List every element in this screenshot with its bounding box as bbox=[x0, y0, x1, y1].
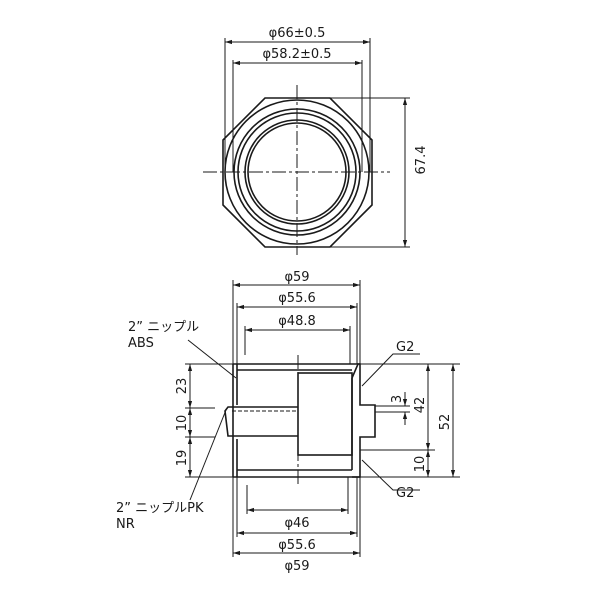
dim-67-4: 67.4 bbox=[414, 146, 429, 175]
dim-phi58: φ58.2±0.5 bbox=[262, 47, 331, 62]
top-view: φ66±0.5 φ58.2±0.5 67.4 bbox=[203, 26, 429, 255]
dim-left-23: 23 bbox=[175, 378, 190, 395]
label-abs: ABS bbox=[128, 336, 154, 351]
dim-right-42: 42 bbox=[413, 397, 428, 414]
thread-label-bottom: G2 bbox=[396, 486, 414, 501]
inner-block bbox=[297, 372, 353, 456]
dim-right-10: 10 bbox=[413, 456, 428, 473]
dim-bottom-phi59: φ59 bbox=[284, 559, 309, 574]
side-view: 3 φ59 φ55.6 φ48.8 φ46 φ55.6 φ59 bbox=[116, 270, 460, 574]
dim-top-phi48-8: φ48.8 bbox=[278, 314, 316, 329]
dim-bottom-phi46: φ46 bbox=[284, 516, 309, 531]
label-pknr-nipple: 2” ニップルPK bbox=[116, 501, 204, 516]
dim-right-52: 52 bbox=[438, 414, 453, 431]
dim-phi66: φ66±0.5 bbox=[269, 26, 326, 41]
thread-label-top: G2 bbox=[396, 340, 414, 355]
dim-left-10: 10 bbox=[175, 415, 190, 432]
pipe-stub bbox=[224, 406, 298, 437]
dim-top-phi59: φ59 bbox=[284, 270, 309, 285]
dim-top-phi55-6: φ55.6 bbox=[278, 291, 316, 306]
dim-bottom-phi55-6: φ55.6 bbox=[278, 538, 316, 553]
label-abs-nipple: 2” ニップル bbox=[128, 320, 199, 335]
dim-left-19: 19 bbox=[175, 450, 190, 467]
dim-3: 3 bbox=[390, 395, 405, 403]
label-nr: NR bbox=[116, 517, 135, 532]
